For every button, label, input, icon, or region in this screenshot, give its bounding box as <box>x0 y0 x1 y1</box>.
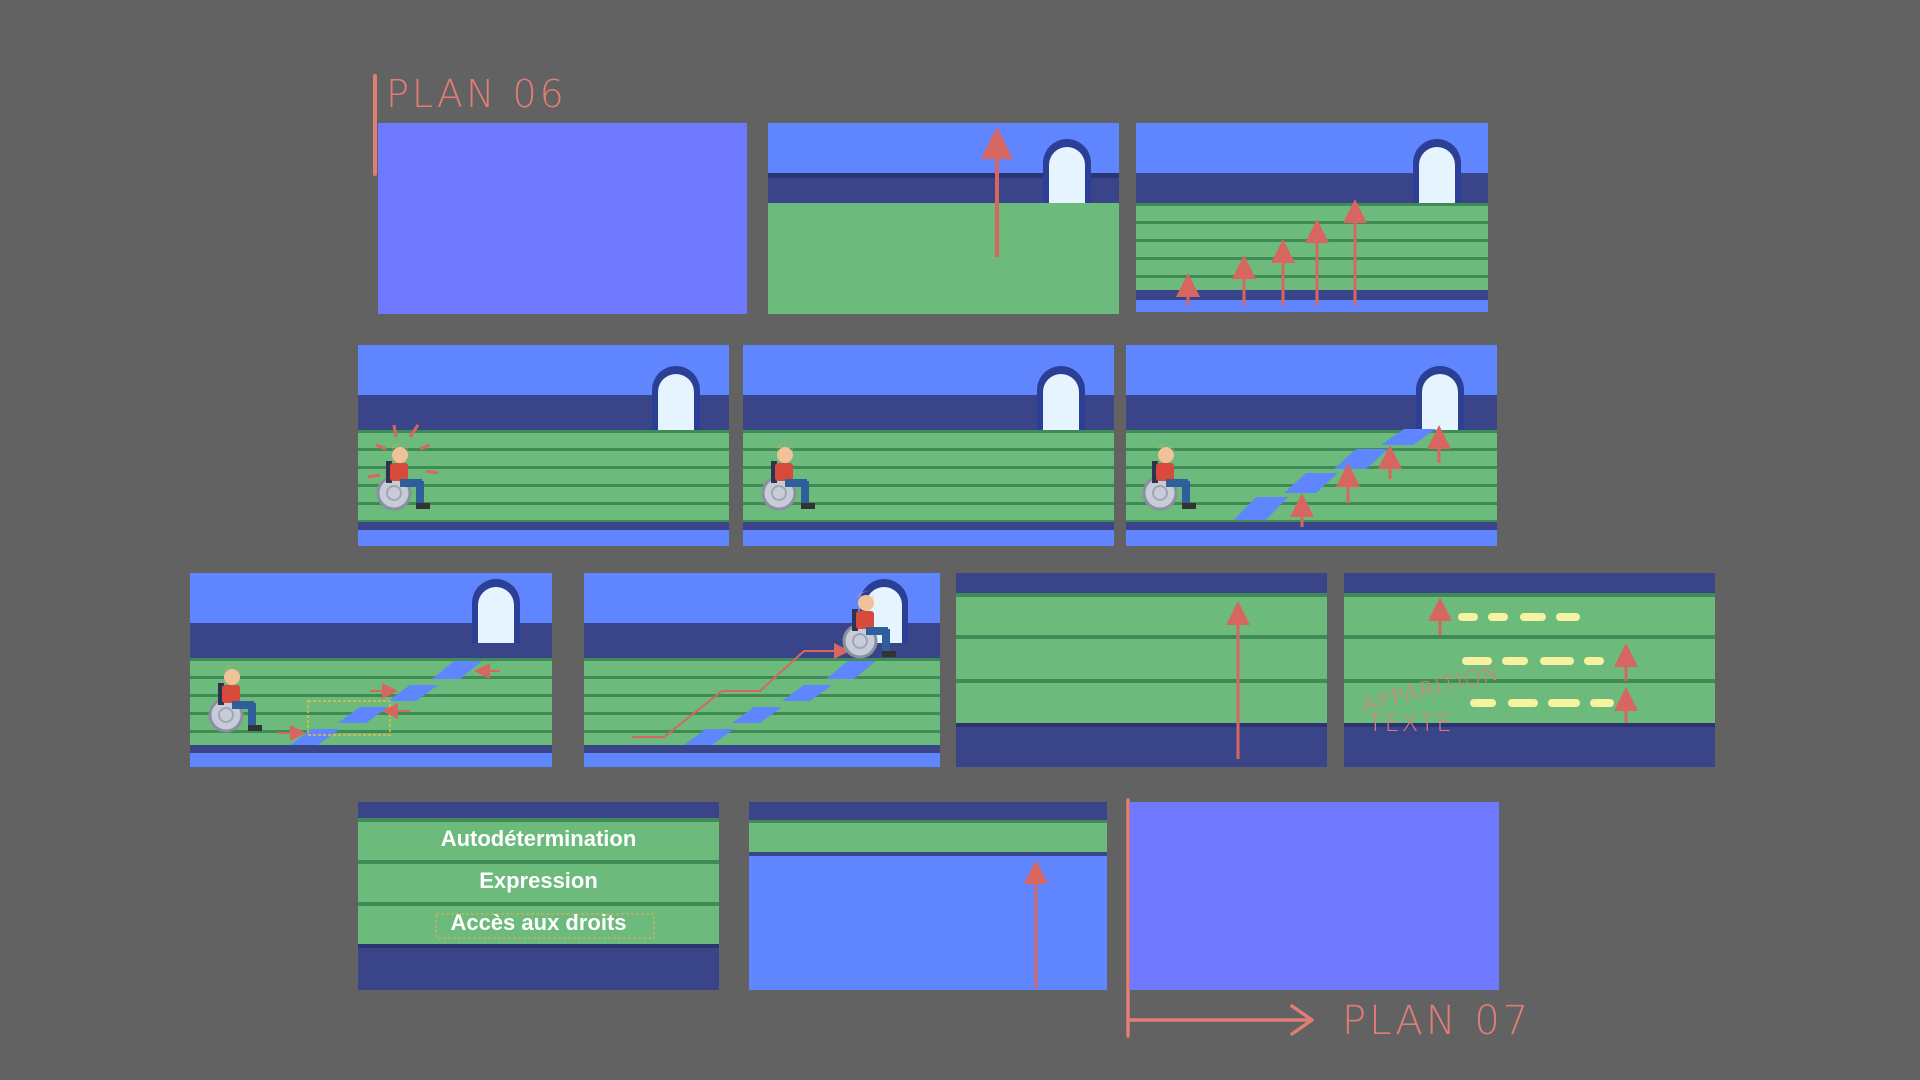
frame-10-text-appearance: APPARITION TEXTE <box>1344 573 1715 767</box>
frame-4-character-surprised <box>358 345 729 546</box>
keyword-acces-aux-droits: Accès aux droits <box>450 910 627 935</box>
keyword-autodetermination: Autodétermination <box>440 826 637 851</box>
frame-3-stairs-rising <box>1136 123 1488 312</box>
frame-6-ramp-appears <box>1126 345 1497 546</box>
plan-06-label: PLAN 06 <box>386 72 567 116</box>
frame-1-sky <box>378 123 747 314</box>
frame-9-zoom-stairs <box>956 573 1327 767</box>
frame-11-keywords: Autodétermination Expression Accès aux d… <box>358 802 719 990</box>
frame-12-camera-up <box>749 802 1107 990</box>
frame-2-empty-stage <box>768 123 1119 314</box>
frame-8-character-climbs <box>584 573 940 767</box>
plan-07-label: PLAN 07 <box>1342 998 1532 1044</box>
keyword-expression: Expression <box>479 868 598 893</box>
text-note-line2: TEXTE <box>1368 709 1454 737</box>
frame-13-sky-end <box>1130 802 1499 990</box>
frame-7-ramp-motion <box>190 573 552 767</box>
frame-5-character-waiting <box>743 345 1114 546</box>
